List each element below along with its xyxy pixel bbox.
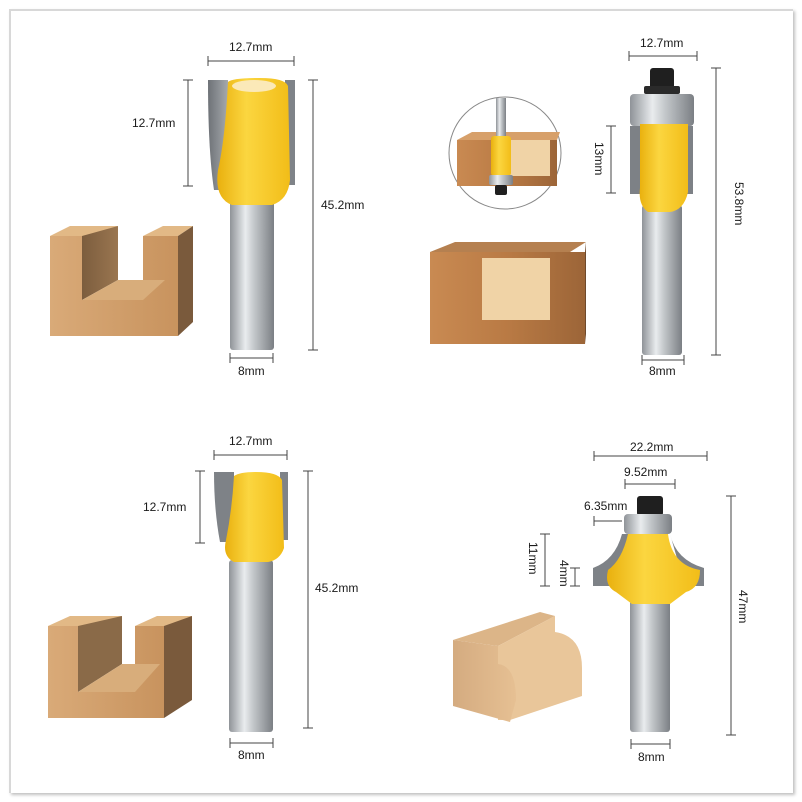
dim-step: 4mm: [557, 560, 571, 587]
dimension-lines: [195, 450, 313, 748]
dim-shank: 8mm: [649, 364, 676, 378]
straight-bit-illustration: [48, 450, 313, 748]
yellow-body: [225, 472, 284, 562]
dim-cut-length: 12.7mm: [143, 500, 187, 514]
flush-trim-bit-illustration: [430, 51, 721, 365]
dim-cut-length: 13mm: [592, 142, 606, 176]
inset-detail-circle: [448, 96, 562, 210]
shank: [630, 600, 670, 732]
panel-flush-trim-bit-top-right: 12.7mm 13mm 53.8mm 8mm: [400, 0, 792, 392]
panel-roundover-bit-bottom-right: 22.2mm 9.52mm 6.35mm 11mm 4mm 47mm 8mm: [400, 400, 792, 792]
shank: [229, 560, 273, 732]
dim-overall-length: 53.8mm: [732, 182, 746, 226]
panel-straight-bit-bottom-left: 12.7mm 12.7mm 45.2mm 8mm: [0, 400, 392, 792]
bearing-nut: [637, 496, 663, 516]
panel-straight-bit-top-left: 12.7mm 12.7mm 45.2mm 8mm: [0, 0, 392, 392]
dim-cut-height: 11mm: [526, 542, 540, 575]
bearing-nut: [650, 68, 674, 90]
dimension-lines: [606, 51, 721, 365]
dim-overall-length: 45.2mm: [321, 198, 365, 212]
dim-shank: 8mm: [238, 364, 265, 378]
wood-groove-wall: [82, 226, 118, 300]
bearing: [630, 94, 694, 126]
dim-overall-length: 47mm: [736, 590, 750, 624]
wood-top-right: [143, 226, 193, 236]
wood-groove-floor: [82, 280, 165, 300]
dimension-lines: [540, 451, 736, 749]
yellow-body: [639, 124, 688, 212]
dim-shank: 8mm: [638, 750, 665, 764]
workpiece-block: [430, 242, 586, 344]
dim-cut-length: 12.7mm: [132, 116, 176, 130]
roundover-bit-illustration: [453, 451, 736, 749]
bearing: [624, 514, 672, 534]
shank: [642, 205, 682, 355]
workpiece-rounded-block: [453, 612, 582, 722]
straight-bit-illustration: [50, 56, 318, 363]
yellow-body: [217, 78, 290, 205]
dim-cut-diameter: 22.2mm: [630, 440, 674, 454]
dimension-lines: [183, 56, 318, 363]
dim-radius: 6.35mm: [584, 499, 628, 513]
dim-cut-width: 12.7mm: [640, 36, 684, 50]
shank: [230, 190, 274, 350]
dim-cut-width: 12.7mm: [229, 434, 273, 448]
yellow-body: [607, 534, 700, 604]
dim-shank: 8mm: [238, 748, 265, 762]
wood-side: [178, 226, 193, 336]
dim-cut-width: 12.7mm: [229, 40, 273, 54]
dim-bearing-diameter: 9.52mm: [624, 465, 668, 479]
dim-overall-length: 45.2mm: [315, 581, 359, 595]
